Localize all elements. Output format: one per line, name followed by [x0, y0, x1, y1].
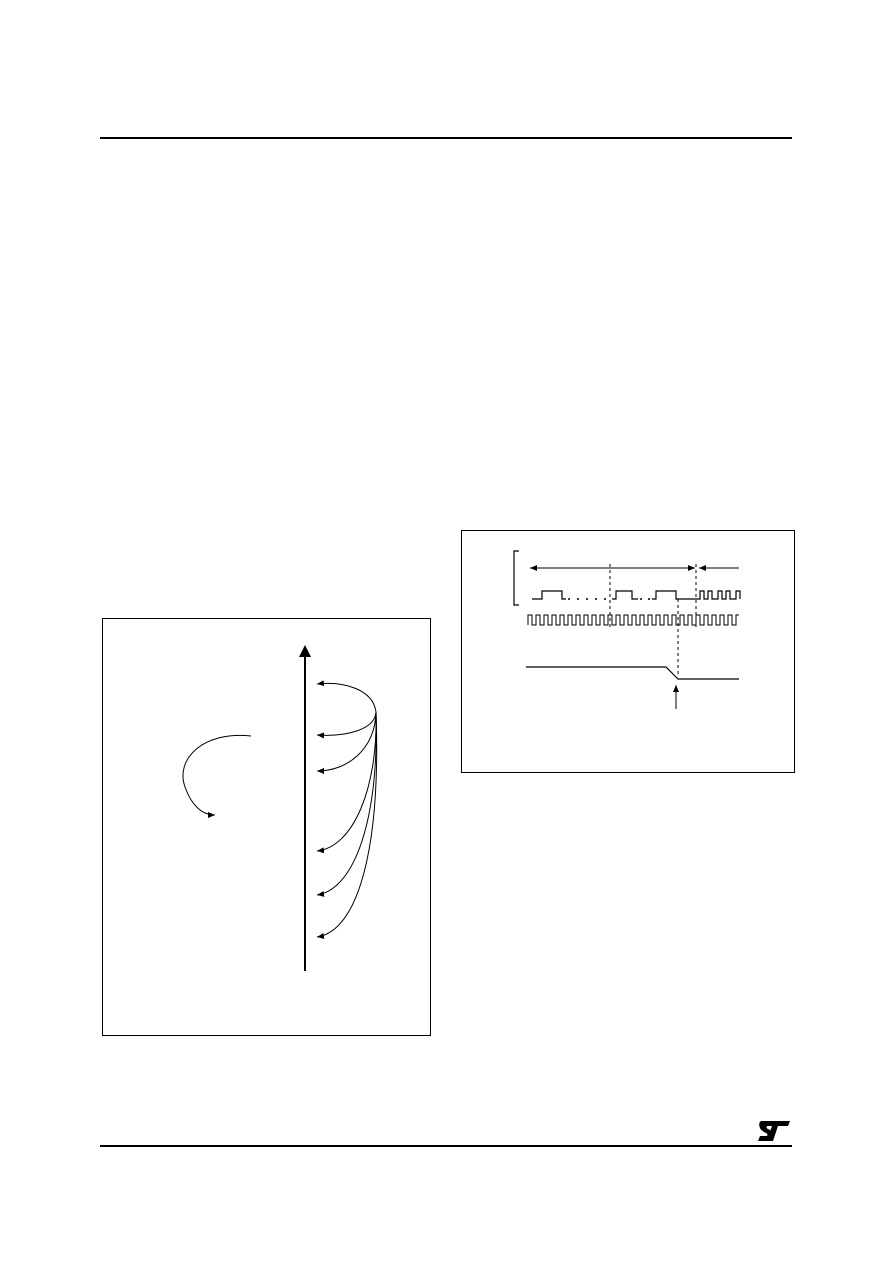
state-diagram-figure — [102, 618, 431, 1036]
timing-diagram-figure — [461, 530, 795, 773]
timing-diagram-svg — [513, 550, 741, 709]
slow-pulse-train — [532, 590, 696, 600]
return-arrow-5 — [316, 711, 377, 897]
signal-bracket — [513, 550, 519, 606]
loop-arrow — [182, 734, 252, 818]
return-arrow-6 — [316, 711, 378, 939]
clock-waveform — [527, 614, 739, 626]
return-arrow-3 — [316, 711, 377, 774]
st-logo-icon — [756, 1119, 792, 1143]
fast-pulse-train — [696, 590, 741, 600]
state-diagram-svg — [182, 645, 378, 971]
axis-arrowhead-icon — [299, 645, 311, 657]
return-arrow-4 — [316, 711, 377, 854]
footer-rule — [100, 1145, 792, 1147]
header-rule — [100, 137, 792, 139]
output-level — [526, 666, 739, 680]
return-arrow-1 — [316, 680, 377, 713]
return-arrow-2 — [316, 711, 377, 739]
